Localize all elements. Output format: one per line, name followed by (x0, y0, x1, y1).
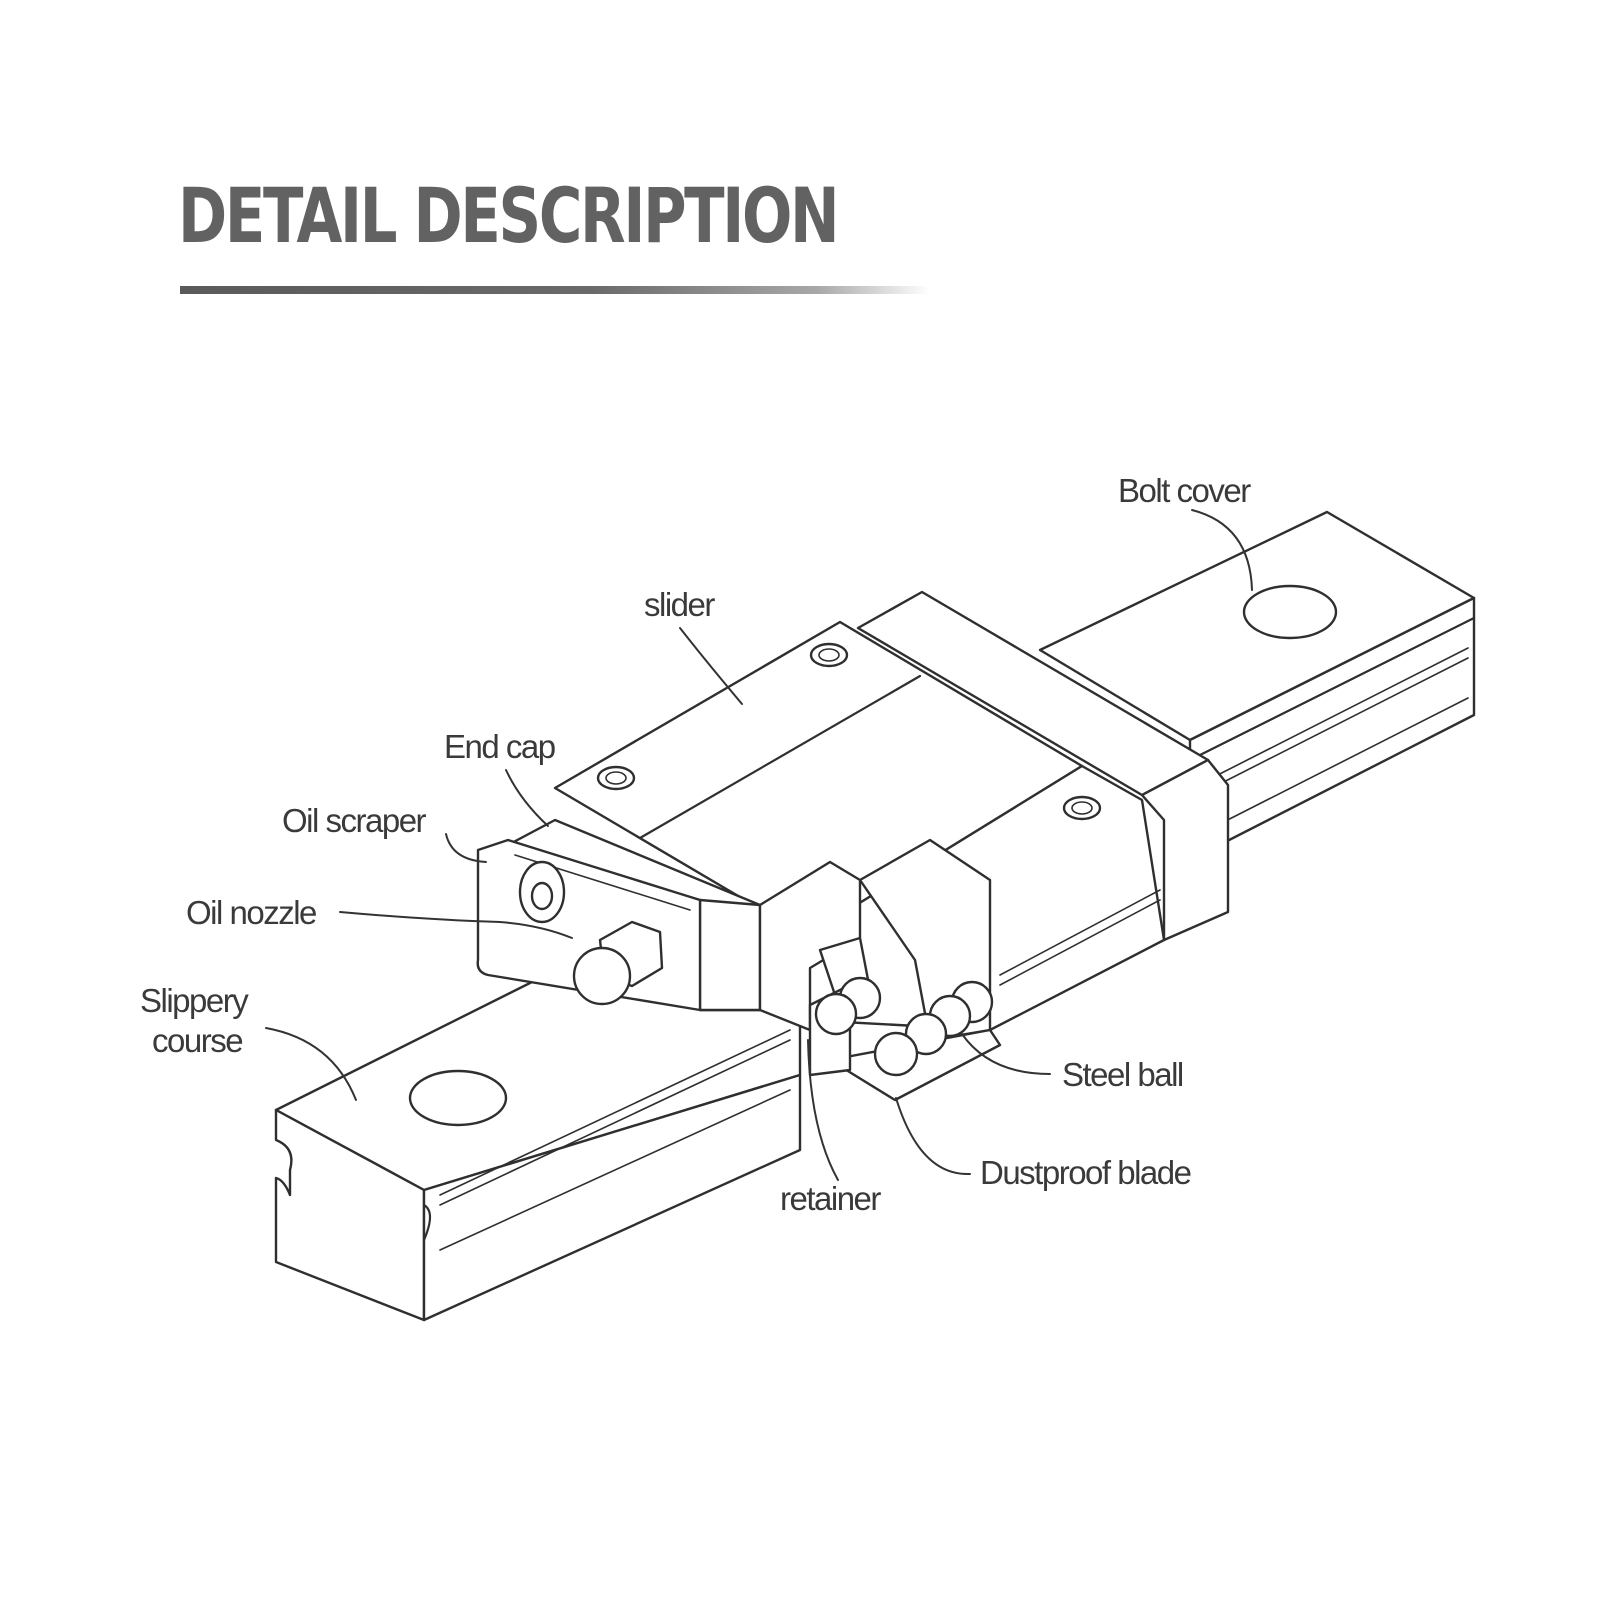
mount-hole-3 (1062, 795, 1102, 821)
leader-oil-scraper (445, 833, 487, 863)
leader-slippery-course (265, 1027, 357, 1101)
label-oil-nozzle: Oil nozzle (186, 894, 316, 931)
steel-balls (814, 976, 994, 1077)
rail-front-groove-2 (439, 1039, 791, 1206)
rail-front-side-face (422, 1073, 802, 1322)
callout-labels: Bolt cover slider End cap Oil scraper Oi… (140, 472, 1253, 1217)
steel-ball-6 (873, 1031, 919, 1077)
rail-front-groove-1 (439, 1029, 791, 1196)
rail-front-groove-3 (439, 1089, 791, 1251)
end-cap-side (698, 898, 762, 1012)
leader-lines (265, 509, 1253, 1181)
mount-hole-2 (596, 765, 636, 791)
rail-back-edge (1188, 616, 1476, 762)
slider-side-groove-1 (999, 889, 1161, 976)
leader-slider (679, 627, 743, 705)
rail-back-groove-2 (1197, 657, 1469, 796)
mount-hole-1 (809, 642, 849, 668)
leader-retainer (807, 1039, 839, 1181)
page-heading: DETAIL DESCRIPTION (178, 171, 840, 260)
slider-side-groove-2 (999, 899, 1161, 986)
rail-back-groove-1 (1197, 647, 1469, 786)
leader-bolt-cover (1191, 509, 1253, 591)
label-dustproof-blade: Dustproof blade (980, 1154, 1191, 1191)
label-retainer: retainer (780, 1180, 881, 1217)
label-bolt-cover: Bolt cover (1118, 472, 1251, 509)
leader-oil-nozzle (339, 911, 573, 939)
rail-front-end-profile (274, 1108, 426, 1322)
label-oil-scraper: Oil scraper (282, 802, 427, 839)
oil-nozzle-cap (572, 946, 632, 1006)
mount-hole-1-inner (818, 648, 840, 662)
rail-back (1038, 510, 1476, 862)
bolt-cover-back (1242, 584, 1338, 640)
oil-port-inner (530, 881, 554, 911)
heading-underline (180, 286, 930, 294)
mount-hole-3-inner (1071, 801, 1093, 815)
label-steel-ball: Steel ball (1062, 1056, 1183, 1093)
bolt-cover-front (408, 1069, 508, 1127)
slider-top-groove (638, 674, 922, 840)
label-slippery-course-line1: Slippery (140, 982, 249, 1019)
rail-front-notch (422, 1203, 432, 1242)
label-slippery-course-line2: course (152, 1022, 242, 1059)
steel-ball-2 (814, 992, 858, 1036)
label-end-cap: End cap (444, 728, 555, 765)
leader-end-cap (505, 769, 549, 827)
mount-hole-2-inner (605, 771, 627, 785)
rail-back-groove-3 (1197, 697, 1469, 836)
leader-dustproof-blade (895, 1097, 971, 1176)
slider-block (476, 590, 1230, 1102)
slider-band-side (1140, 758, 1230, 942)
leader-steel-ball (961, 1033, 1051, 1075)
rail-front (274, 966, 802, 1322)
steel-ball-5 (904, 1012, 948, 1056)
label-slider: slider (644, 586, 715, 623)
